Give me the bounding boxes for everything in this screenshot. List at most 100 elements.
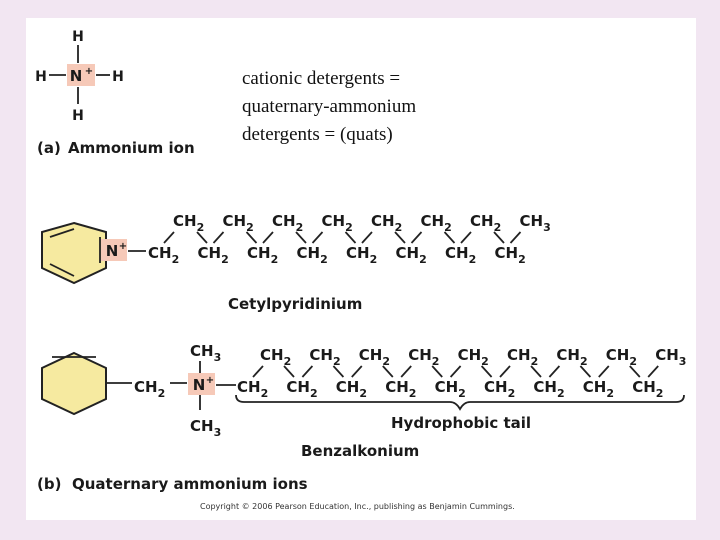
cetyl-chain-bottom-ch2: CH2 bbox=[396, 244, 427, 266]
benzal-chain-bond bbox=[382, 365, 394, 378]
benzal-chain-bottom-ch2: CH2 bbox=[237, 378, 268, 400]
cetyl-chain-top-ch2: CH2 bbox=[470, 212, 501, 234]
benzal-chain-bond bbox=[301, 365, 314, 378]
cetyl-chain-bottom-ch2: CH2 bbox=[445, 244, 476, 266]
cetyl-chain-bottom-ch2: CH2 bbox=[495, 244, 526, 266]
benzal-chain-bond bbox=[548, 365, 561, 378]
cetyl-chain-bond bbox=[394, 231, 406, 244]
benzal-chain-top-ch2: CH2 bbox=[359, 346, 390, 368]
benzal-chain-bond bbox=[252, 365, 264, 378]
benzal-chain-top-ch2: CH2 bbox=[606, 346, 637, 368]
benzal-chain-bond bbox=[480, 365, 493, 378]
cetyl-chain-bond bbox=[493, 231, 505, 244]
benzal-chain-bottom-ch2: CH2 bbox=[336, 378, 367, 400]
benzal-chain-bond bbox=[530, 365, 542, 378]
benzal-n-charge: + bbox=[206, 375, 214, 386]
atom-h-right: H bbox=[112, 69, 124, 85]
cetyl-n-highlight bbox=[101, 239, 127, 261]
benzal-chain-bottom-ch2: CH2 bbox=[385, 378, 416, 400]
benzal-chain-bottom-ch2: CH2 bbox=[533, 378, 564, 400]
copyright-line: Copyright © 2006 Pearson Education, Inc.… bbox=[200, 502, 515, 511]
ring-double-bond-1 bbox=[49, 228, 75, 238]
benzal-ch3-top: CH3 bbox=[190, 342, 221, 364]
ammonium-ion-label: Ammonium ion bbox=[68, 139, 195, 157]
cetyl-chain-bond bbox=[361, 231, 373, 244]
cetyl-chain-bond bbox=[443, 231, 456, 244]
cetyl-chain-top-ch2: CH2 bbox=[371, 212, 402, 234]
cetylpyridinium-label: Cetylpyridinium bbox=[228, 295, 362, 313]
benzal-chain-top-ch2: CH2 bbox=[309, 346, 340, 368]
benzal-chain-top-ch2: CH2 bbox=[556, 346, 587, 368]
cetyl-chain-bond bbox=[460, 231, 472, 244]
cetyl-chain-bottom-ch2: CH2 bbox=[346, 244, 377, 266]
benzalkonium-label: Benzalkonium bbox=[301, 442, 419, 460]
part-a-label: (a) bbox=[37, 139, 61, 157]
quaternary-caption: Quaternary ammonium ions bbox=[72, 475, 308, 493]
benzal-chain-bond bbox=[400, 365, 412, 378]
benzal-chain-bond bbox=[332, 365, 345, 378]
atom-n: N bbox=[70, 67, 83, 85]
benzal-chain-bond bbox=[629, 365, 641, 378]
benzal-chain-bond bbox=[283, 365, 295, 378]
cetyl-chain-top-ch2: CH2 bbox=[272, 212, 303, 234]
pyridine-ring bbox=[41, 221, 107, 285]
cetyl-chain-bottom-ch2: CH2 bbox=[247, 244, 278, 266]
benzal-chain-top-ch2: CH2 bbox=[408, 346, 439, 368]
cetyl-chain-bottom-ch2: CH2 bbox=[198, 244, 229, 266]
benzal-chain-terminal-ch3: CH3 bbox=[655, 346, 686, 368]
benzal-chain-bond bbox=[431, 365, 443, 378]
cetyl-chain-top-ch2: CH2 bbox=[223, 212, 254, 234]
cetyl-chain-bond bbox=[344, 231, 357, 244]
benzal-chain-bond bbox=[647, 365, 659, 378]
cetyl-atom-n: N bbox=[106, 242, 119, 260]
benzal-chain-bond bbox=[351, 365, 363, 378]
benzal-ch3-bottom: CH3 bbox=[190, 417, 221, 439]
ammonium-n-highlight bbox=[67, 64, 95, 86]
cetyl-chain-bond bbox=[196, 231, 208, 244]
cetyl-chain-bond bbox=[245, 231, 258, 244]
benzal-chain-top-ch2: CH2 bbox=[260, 346, 291, 368]
atom-h-bottom: H bbox=[72, 108, 84, 124]
benzal-chain-bond bbox=[499, 365, 511, 378]
benzal-chain-bond bbox=[598, 365, 610, 378]
n-charge: + bbox=[85, 66, 93, 77]
benzal-chain-top-ch2: CH2 bbox=[458, 346, 489, 368]
cetyl-n-charge: + bbox=[119, 241, 127, 252]
ammonium-ion-structure: H H N + H H (a) Ammonium ion bbox=[35, 29, 195, 157]
cetyl-chain-top-ch2: CH2 bbox=[173, 212, 204, 234]
cetyl-chain-bond bbox=[163, 231, 175, 244]
benzal-chain-bond bbox=[449, 365, 462, 378]
atom-h-left: H bbox=[35, 69, 47, 85]
note-line-2: quaternary-ammonium bbox=[242, 96, 416, 117]
benzal-chain-bond bbox=[579, 365, 592, 378]
cetyl-chain-bond bbox=[295, 231, 307, 244]
cetyl-chain-terminal-ch3: CH3 bbox=[520, 212, 551, 234]
cetyl-chain-top-ch2: CH2 bbox=[421, 212, 452, 234]
cetyl-chain-bond bbox=[262, 231, 274, 244]
cetyl-chain-bond bbox=[311, 231, 324, 244]
hydrophobic-tail-brace bbox=[235, 394, 685, 411]
benzal-chain-bottom-ch2: CH2 bbox=[583, 378, 614, 400]
cetyl-chain-bond bbox=[509, 231, 522, 244]
benzal-atom-n: N bbox=[193, 376, 206, 394]
benzal-chain-bottom-ch2: CH2 bbox=[484, 378, 515, 400]
benzal-chain-top-ch2: CH2 bbox=[507, 346, 538, 368]
cetyl-chain-bottom-ch2: CH2 bbox=[148, 244, 179, 266]
benzal-chain-bottom-ch2: CH2 bbox=[632, 378, 663, 400]
cetyl-chain-bottom-ch2: CH2 bbox=[297, 244, 328, 266]
cetyl-chain-bond bbox=[212, 231, 225, 244]
benzene-ring bbox=[41, 351, 107, 416]
ring-double-bond-2 bbox=[49, 263, 75, 277]
cetyl-chain-top-ch2: CH2 bbox=[322, 212, 353, 234]
note-line-3: detergents = (quats) bbox=[242, 124, 393, 145]
benzyl-ch2: CH2 bbox=[134, 378, 165, 400]
slide-panel bbox=[26, 18, 696, 520]
explanatory-note: cationic detergents = quaternary-ammoniu… bbox=[242, 68, 416, 145]
benzal-n-highlight bbox=[188, 373, 215, 395]
atom-h-top: H bbox=[72, 29, 84, 45]
